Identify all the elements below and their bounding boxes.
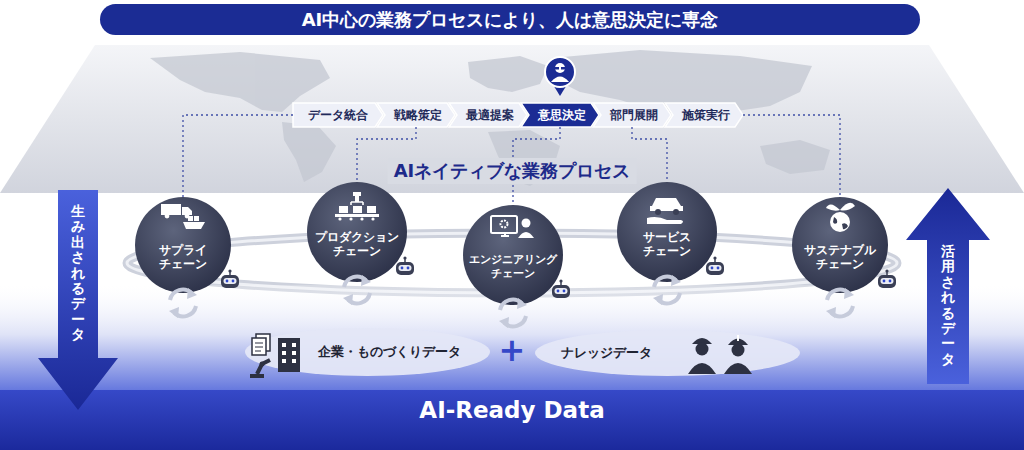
step-label: 意思決定 — [538, 103, 586, 127]
step-label: 施策実行 — [682, 103, 730, 127]
title-text: AI中心の業務プロセスにより、人は意思決定に専念 — [100, 4, 920, 35]
chain-circle: プロダクション チェーン — [307, 182, 407, 282]
process-step: 戦略策定 — [377, 103, 455, 127]
chain-label: サプライ チェーン — [139, 243, 227, 272]
chain-circle: サプライ チェーン — [135, 197, 231, 293]
title-banner — [100, 4, 920, 35]
sustainable-icon — [826, 203, 855, 232]
chevron — [449, 103, 527, 127]
service-icon — [647, 198, 683, 224]
ellipse-shape — [535, 330, 800, 376]
circle-shape — [463, 205, 563, 305]
chain-label: サービス チェーン — [621, 230, 713, 259]
plane-surface — [0, 45, 1024, 193]
chain-circle: サービス チェーン — [617, 182, 717, 282]
chevron — [377, 103, 455, 127]
production-icon — [335, 192, 379, 221]
node-label: 企業・ものづくりデータ — [318, 328, 461, 376]
step-label: 部門展開 — [610, 103, 658, 127]
circle-shape — [135, 197, 231, 293]
continent — [552, 50, 812, 120]
process-step: 最適提案 — [449, 103, 527, 127]
process-step: データ統合 — [293, 103, 383, 127]
decision-maker-icon — [545, 57, 575, 96]
continent — [760, 140, 830, 174]
continent — [468, 56, 548, 92]
chevron — [593, 103, 671, 127]
process-step: 意思決定 — [521, 103, 599, 127]
node-label: ナレッジデータ — [561, 330, 652, 376]
chain-label: エンジニアリング チェーン — [467, 253, 559, 280]
continent — [150, 52, 330, 112]
node-label: AIネイティブな業務プロセス — [388, 158, 637, 184]
process-plane: データ統合 戦略策定最適提案意思決定部門展開施策実行 AIネイティブな業務プロセス — [0, 45, 1024, 193]
circle-shape — [307, 182, 407, 282]
chain-circle: エンジニアリング チェーン — [463, 205, 563, 305]
circle-shape — [617, 182, 717, 282]
ellipse-shape — [245, 328, 490, 376]
circle-shape — [792, 197, 888, 293]
enterprise-data-icon — [250, 334, 300, 378]
chain-label: サステナブル チェーン — [796, 243, 884, 272]
continent — [282, 122, 336, 182]
knowledge-data-icon — [688, 335, 752, 374]
chevron — [521, 103, 599, 127]
plus-sign: + — [497, 326, 527, 374]
data-ellipse: ナレッジデータ — [535, 330, 800, 376]
data-flow-arrow: 生み出されるデータ — [38, 190, 118, 410]
continent — [488, 130, 560, 186]
step-label: データ統合 — [308, 103, 368, 127]
node-label: AI-Ready Data — [0, 397, 1024, 423]
chain-circle: サステナブル チェーン — [792, 197, 888, 293]
node-label: 生み出されるデータ — [71, 204, 85, 343]
node-label: 活用されるデータ — [941, 244, 955, 367]
step-label: 戦略策定 — [394, 103, 442, 127]
chevron — [293, 103, 383, 127]
base-band — [0, 390, 1024, 450]
step-label: 最適提案 — [466, 103, 514, 127]
supply-icon — [161, 204, 205, 229]
data-flow-arrow: 活用されるデータ — [906, 188, 990, 384]
engineering-icon — [491, 216, 534, 238]
process-step: 部門展開 — [593, 103, 671, 127]
data-ellipse: 企業・ものづくりデータ — [245, 328, 490, 376]
base-surface — [0, 285, 1024, 395]
chevron — [665, 103, 743, 127]
chain-label: プロダクション チェーン — [311, 230, 403, 259]
process-step: 施策実行 — [665, 103, 743, 127]
